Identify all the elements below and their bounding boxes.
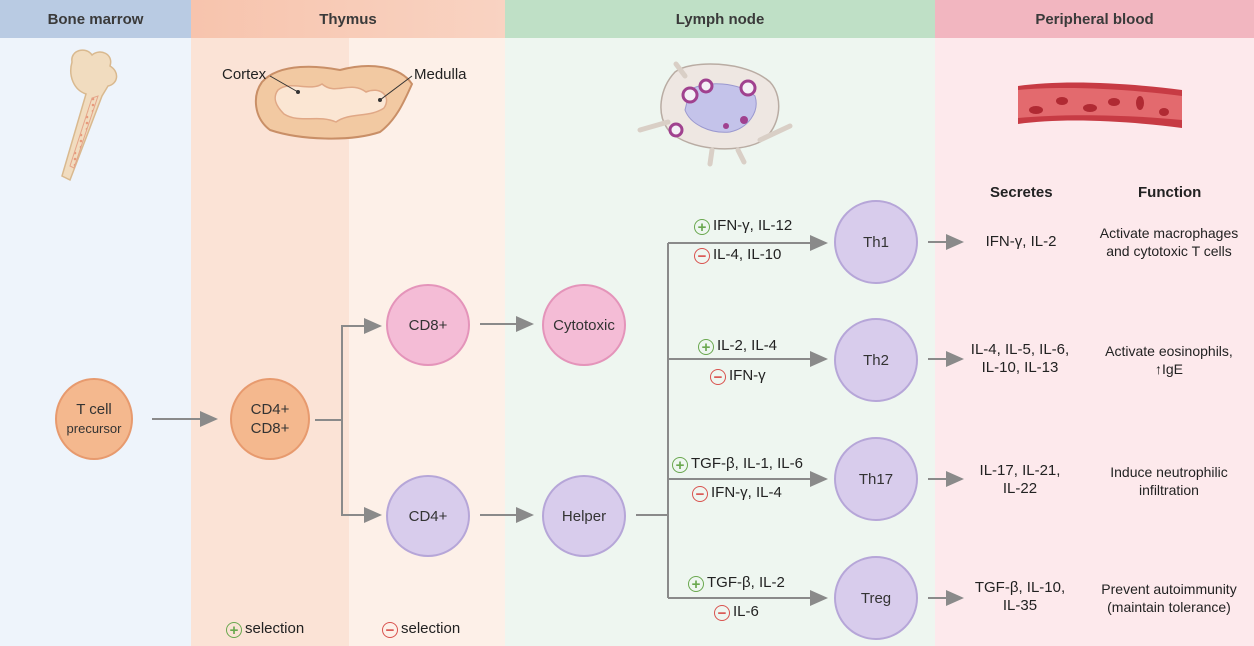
cortex-label: Cortex [222, 66, 267, 83]
double-pos-line1: CD4+ [250, 401, 290, 418]
cell-cd4: CD4+ [386, 475, 470, 557]
minus-icon: − [382, 622, 398, 638]
treg-negative-cytokines: −IL-6 [714, 603, 759, 621]
minus-icon: − [694, 248, 710, 264]
th2-secretes-line2: IL-10, IL-13 [981, 359, 1059, 376]
th1-plus-text: IFN-γ, IL-12 [713, 217, 793, 234]
cell-th1: Th1 [834, 200, 918, 284]
treg-plus-text: TGF-β, IL-2 [707, 574, 785, 591]
double-pos-line2: CD8+ [250, 420, 290, 437]
th17-plus-text: TGF-β, IL-1, IL-6 [691, 455, 803, 472]
treg-minus-text: IL-6 [733, 603, 759, 620]
cell-helper: Helper [542, 475, 626, 557]
header-peripheral-blood: Peripheral blood [935, 0, 1254, 38]
cd8-label: CD8+ [408, 316, 448, 334]
cd4-label: CD4+ [408, 507, 448, 525]
th17-function-line2: infiltration [1139, 482, 1199, 498]
treg-function-line1: Prevent autoimmunity [1101, 581, 1237, 597]
th17-function: Induce neutrophilic infiltration [1086, 463, 1252, 499]
th1-secretes-line1: IFN-γ, IL-2 [985, 233, 1057, 250]
th2-function: Activate eosinophils, ↑IgE [1086, 342, 1252, 378]
precursor-line1: T cell [76, 401, 112, 418]
th1-function-line1: Activate macrophages [1099, 225, 1239, 241]
treg-positive-cytokines: +TGF-β, IL-2 [688, 574, 785, 592]
th1-label: Th1 [863, 233, 889, 251]
treg-label: Treg [860, 589, 892, 607]
minus-icon: − [692, 486, 708, 502]
cytotoxic-label: Cytotoxic [553, 316, 615, 334]
th17-secretes-line1: IL-17, IL-21, [979, 462, 1061, 479]
treg-secretes-line1: TGF-β, IL-10, [974, 579, 1066, 596]
lymph-node-icon [637, 61, 793, 167]
th2-label: Th2 [863, 351, 889, 369]
blood-vessel-icon [1018, 82, 1182, 128]
cell-cd8: CD8+ [386, 284, 470, 366]
th2-secretes-line1: IL-4, IL-5, IL-6, [970, 341, 1070, 358]
legend-positive-text: selection [245, 620, 305, 637]
header-thymus: Thymus [191, 0, 505, 38]
th1-minus-text: IL-4, IL-10 [713, 246, 782, 263]
th2-negative-cytokines: −IFN-γ [710, 367, 766, 385]
th2-positive-cytokines: +IL-2, IL-4 [698, 337, 777, 355]
th17-positive-cytokines: +TGF-β, IL-1, IL-6 [672, 455, 803, 473]
cell-th17: Th17 [834, 437, 918, 521]
th17-secretes-line2: IL-22 [1002, 480, 1038, 497]
plus-icon: + [698, 339, 714, 355]
th1-negative-cytokines: −IL-4, IL-10 [694, 246, 781, 264]
cell-treg: Treg [834, 556, 918, 640]
precursor-line2: precursor [66, 421, 122, 436]
th17-function-line1: Induce neutrophilic [1110, 464, 1228, 480]
legend-positive-selection: +selection [226, 620, 304, 638]
plus-icon: + [688, 576, 704, 592]
header-lymph-node: Lymph node [505, 0, 935, 38]
medulla-label: Medulla [414, 66, 467, 83]
cell-cytotoxic: Cytotoxic [542, 284, 626, 366]
plus-icon: + [226, 622, 242, 638]
th2-minus-text: IFN-γ [729, 367, 766, 384]
legend-negative-text: selection [401, 620, 461, 637]
treg-secretes: TGF-β, IL-10,IL-35 [960, 579, 1080, 615]
secretes-heading: Secretes [990, 184, 1053, 201]
plus-icon: + [672, 457, 688, 473]
minus-icon: − [714, 605, 730, 621]
th2-function-line1: Activate eosinophils, [1105, 343, 1233, 359]
th17-negative-cytokines: −IFN-γ, IL-4 [692, 484, 782, 502]
th17-label: Th17 [858, 470, 894, 488]
th17-secretes: IL-17, IL-21,IL-22 [960, 462, 1080, 498]
th1-function: Activate macrophages and cytotoxic T cell… [1086, 224, 1252, 260]
thymus-icon [254, 65, 414, 140]
th2-function-line2: ↑IgE [1154, 361, 1183, 377]
plus-icon: + [694, 219, 710, 235]
cell-t-precursor: T cell precursor [55, 378, 133, 460]
cell-th2: Th2 [834, 318, 918, 402]
treg-secretes-line2: IL-35 [1002, 597, 1038, 614]
helper-label: Helper [561, 507, 607, 525]
treg-function-line2: (maintain tolerance) [1107, 599, 1231, 615]
th17-minus-text: IFN-γ, IL-4 [711, 484, 782, 501]
function-heading: Function [1138, 184, 1202, 201]
th2-secretes: IL-4, IL-5, IL-6,IL-10, IL-13 [960, 341, 1080, 377]
connector-arrows [152, 234, 964, 606]
th1-secretes: IFN-γ, IL-2 [966, 233, 1076, 251]
legend-negative-selection: −selection [382, 620, 460, 638]
bone-icon [61, 49, 118, 182]
minus-icon: − [710, 369, 726, 385]
th1-positive-cytokines: +IFN-γ, IL-12 [694, 217, 792, 235]
th1-function-line2: and cytotoxic T cells [1106, 243, 1232, 259]
th2-plus-text: IL-2, IL-4 [717, 337, 778, 354]
cell-double-positive: CD4+ CD8+ [230, 378, 310, 460]
header-bone-marrow: Bone marrow [0, 0, 191, 38]
treg-function: Prevent autoimmunity (maintain tolerance) [1086, 580, 1252, 616]
